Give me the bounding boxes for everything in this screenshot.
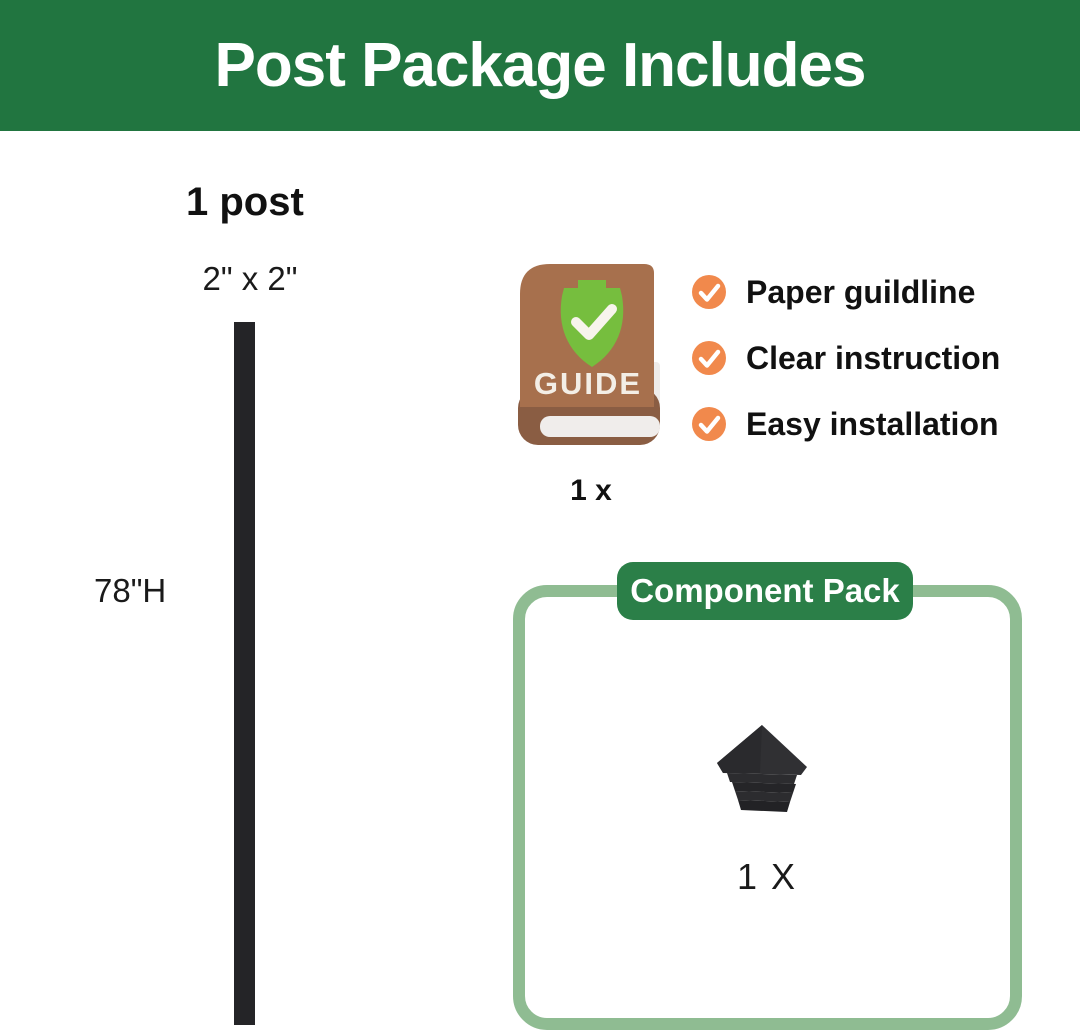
check-circle-icon [692, 275, 726, 309]
book-pages [540, 416, 660, 437]
check-circle-icon [692, 341, 726, 375]
component-pack-badge: Component Pack [617, 562, 913, 620]
feature-label: Clear instruction [746, 339, 1001, 376]
page-title: Post Package Includes [214, 31, 867, 100]
post-heading: 1 post [186, 180, 304, 224]
shield-checkmark [571, 304, 617, 340]
feature-label: Paper guildline [746, 273, 976, 310]
feature-row: Clear instruction [692, 339, 1001, 376]
book-guide-label: GUIDE [534, 366, 642, 401]
feature-row: Easy installation [692, 405, 999, 442]
pack-quantity: 1 X [736, 856, 798, 897]
guide-book-icon: GUIDE [518, 264, 660, 445]
component-pack-title: Component Pack [630, 572, 900, 609]
post-width-label: 2" x 2" [202, 260, 298, 297]
post-cap-icon [717, 725, 807, 812]
feature-label: Easy installation [746, 405, 999, 442]
header-banner: Post Package Includes [0, 0, 1080, 131]
post-bar-graphic [234, 322, 255, 1025]
guide-quantity: 1 x [570, 474, 612, 507]
feature-row: Paper guildline [692, 273, 976, 310]
post-height-label: 78"H [94, 572, 167, 609]
check-circle-icon [692, 407, 726, 441]
shield-check-icon [560, 280, 624, 367]
